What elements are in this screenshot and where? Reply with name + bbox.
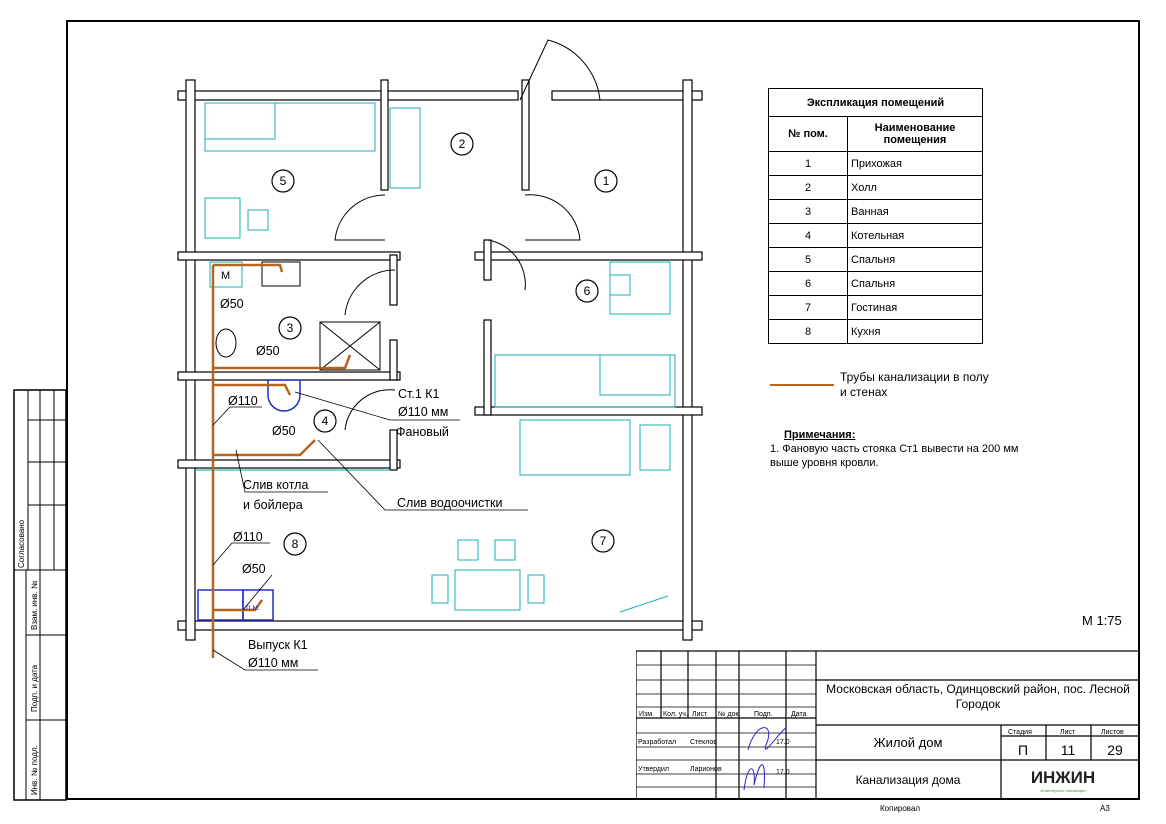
hdr-izm: Изм. <box>639 711 654 718</box>
approved-name: Ларионов <box>690 766 722 773</box>
hdr-podp: Подп. <box>754 711 773 718</box>
room-explication-table: Экспликация помещений № пом. Наименовани… <box>768 88 983 344</box>
label-outlet-2: Ø110 мм <box>248 656 298 670</box>
sewer-pipes <box>211 263 352 658</box>
sheet-label: Лист <box>1060 729 1076 736</box>
room-num: 7 <box>768 295 848 320</box>
room-name: Ванная <box>847 199 983 224</box>
sheets-value: 29 <box>1107 742 1123 758</box>
room-num: 4 <box>768 223 848 248</box>
explication-title: Экспликация помещений <box>768 88 983 117</box>
room-number-7: 7 <box>600 534 607 548</box>
stage-value: П <box>1018 742 1028 758</box>
signatures <box>743 727 787 791</box>
object-name: Жилой дом <box>874 735 943 750</box>
drawing-frame <box>66 20 1140 800</box>
approved-label: Утвердил <box>638 766 669 773</box>
col-number: № пом. <box>768 116 848 152</box>
label-m: М <box>221 270 230 282</box>
label-d50-b: Ø50 <box>256 344 280 358</box>
room-name: Холл <box>847 175 983 200</box>
stamp-agreed: Согласовано <box>17 519 26 568</box>
room-name: Кухня <box>847 319 983 344</box>
room-num: 1 <box>768 151 848 176</box>
room-number-5: 5 <box>280 174 287 188</box>
room-num: 8 <box>768 319 848 344</box>
hdr-date: Дата <box>791 711 807 718</box>
date-2: 17.0 <box>776 769 790 776</box>
developed-name: Стеклов <box>690 739 717 746</box>
label-riser-2: Ø110 мм <box>398 405 448 419</box>
room-number-6: 6 <box>584 284 591 298</box>
col-name: Наименование помещения <box>847 116 983 152</box>
stamp-inv: Инв. № подл. <box>30 745 39 795</box>
room-number-4: 4 <box>322 414 329 428</box>
room-num: 5 <box>768 247 848 272</box>
project-location: Московская область, Одинцовский район, п… <box>826 682 1130 711</box>
developed-label: Разработал <box>638 738 676 746</box>
label-outlet-1: Выпуск К1 <box>248 638 308 652</box>
notes-title: Примечания: <box>784 429 856 441</box>
copied-label: Копировал <box>880 804 921 813</box>
label-d110-b: Ø110 <box>233 530 263 544</box>
company-logo: ИНЖИН <box>1031 768 1095 787</box>
stamp-vzam: Взам. инв. № <box>30 580 39 630</box>
furniture <box>204 102 676 613</box>
room-name: Спальня <box>847 271 983 296</box>
floor-plan: 1 2 3 4 5 6 7 8 Ø50 Ø50 Ø110 Ø50 Ø110 Ø5… <box>177 39 703 671</box>
hdr-list: Лист <box>692 711 708 718</box>
room-number-3: 3 <box>287 321 294 335</box>
label-boiler-2: и бойлера <box>243 498 303 512</box>
title-block: Изм. Кол. уч. Лист № док. Подп. Дата Раз… <box>636 650 1140 800</box>
sheet-title: Канализация дома <box>856 773 961 787</box>
label-boiler-1: Слив котла <box>243 478 308 492</box>
label-pm: п.м. <box>246 603 260 612</box>
stamp-podp-date: Подп. и дата <box>30 664 39 712</box>
room-name: Прихожая <box>847 151 983 176</box>
company-logo-sub: Инженерные инновации <box>1040 788 1085 793</box>
sheets-label: Листов <box>1101 729 1124 736</box>
label-d110-a: Ø110 <box>228 394 258 408</box>
room-number-8: 8 <box>292 537 299 551</box>
label-riser-3: Фановый <box>396 425 449 439</box>
notes: Примечания: 1. Фановую часть стояка Ст1 … <box>770 428 1030 470</box>
label-d50-a: Ø50 <box>220 297 244 311</box>
label-riser-1: Ст.1 К1 <box>398 387 440 401</box>
room-num: 6 <box>768 271 848 296</box>
pipe-legend-line <box>770 384 834 386</box>
hdr-kol: Кол. уч. <box>663 711 688 718</box>
notes-item: 1. Фановую часть стояка Ст1 вывести на 2… <box>770 443 1019 469</box>
room-name: Спальня <box>847 247 983 272</box>
room-number-1: 1 <box>603 174 610 188</box>
label-d50-d: Ø50 <box>242 562 266 576</box>
room-name: Гостиная <box>847 295 983 320</box>
side-stamp: Согласовано Взам. инв. № Подп. и дата Ин… <box>13 389 67 801</box>
label-water: Слив водоочистки <box>397 496 502 510</box>
room-num: 2 <box>768 175 848 200</box>
room-name: Котельная <box>847 223 983 248</box>
hdr-doc: № док. <box>718 711 740 718</box>
date-1: 17.0 <box>776 739 790 746</box>
room-markers <box>271 132 618 556</box>
room-num: 3 <box>768 199 848 224</box>
walls <box>177 79 703 641</box>
title-block-grid: Изм. Кол. уч. Лист № док. Подп. Дата Раз… <box>636 650 1140 800</box>
sheet-value: 11 <box>1061 742 1076 758</box>
pipe-legend-text: Трубы канализации в полу и стенах <box>840 370 989 399</box>
room-number-2: 2 <box>459 137 466 151</box>
format-label: А3 <box>1100 804 1110 813</box>
scale-label: М 1:75 <box>1082 613 1122 628</box>
label-d50-c: Ø50 <box>272 424 296 438</box>
stage-label: Стадия <box>1008 729 1032 736</box>
